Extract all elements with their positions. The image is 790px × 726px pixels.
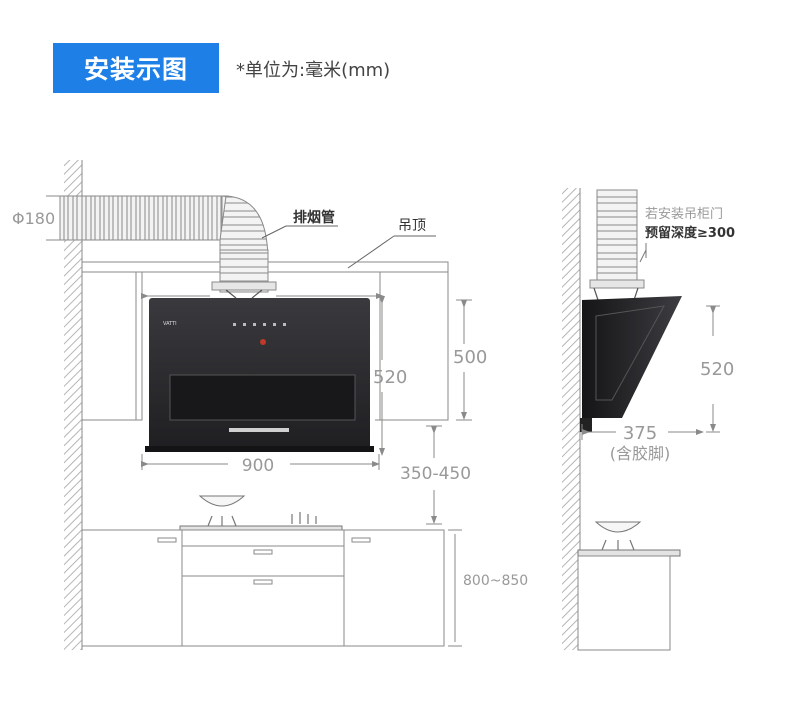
- reserve-depth-note: 若安装吊柜门 预留深度≥300: [639, 206, 735, 263]
- side-duct: [589, 189, 645, 289]
- page-title: 安装示图: [83, 55, 188, 84]
- side-view: 若安装吊柜门 预留深度≥300 520 375 (含胶脚): [562, 188, 735, 651]
- title-box: 安装示图: [53, 43, 219, 93]
- dim-hood-height: 520: [373, 296, 407, 456]
- unit-note: *单位为:毫米(mm): [236, 60, 391, 81]
- duct-label: 排烟管: [293, 209, 335, 226]
- dim-hood-to-stove-label: 350-450: [400, 464, 471, 484]
- brand-logo: VATTI: [163, 321, 177, 327]
- ceiling-label: 吊顶: [398, 218, 426, 234]
- base-cabinet: [81, 529, 445, 647]
- range-hood-front: VATTI: [145, 298, 374, 452]
- dim-side-height-label: 520: [700, 359, 734, 380]
- control-panel: [233, 323, 286, 326]
- front-view: VATTI 900 520 500: [12, 160, 528, 650]
- dim-side-depth: 375 (含胶脚): [581, 423, 704, 463]
- dim-side-depth-label: 375: [623, 423, 657, 444]
- range-hood-side: [580, 287, 682, 432]
- dim-hood-width-label: 900: [242, 456, 274, 476]
- side-stove-cabinet: [577, 521, 681, 651]
- ceiling: [81, 261, 449, 273]
- hood-bracket: [225, 289, 263, 299]
- exhaust-duct: [59, 195, 277, 293]
- dim-duct-diameter-label: Φ180: [12, 209, 55, 228]
- dim-cabinet-height: 500: [453, 299, 487, 421]
- dim-duct-diameter: Φ180: [12, 195, 62, 241]
- dim-side-depth-note: (含胶脚): [610, 444, 671, 463]
- reserve-note-line1: 若安装吊柜门: [645, 206, 723, 222]
- dim-side-height: 520: [700, 305, 734, 433]
- dim-counter-height: 800~850: [448, 529, 528, 647]
- dim-counter-height-label: 800~850: [463, 573, 528, 589]
- reserve-note-line2: 预留深度≥300: [645, 225, 735, 241]
- dim-cabinet-height-label: 500: [453, 347, 487, 368]
- dim-hood-width: 900: [141, 454, 380, 476]
- power-indicator: [260, 339, 266, 345]
- ceiling-label-group: 吊顶: [347, 218, 436, 269]
- side-wall: [562, 188, 581, 650]
- stove-with-pot: [179, 495, 343, 531]
- duct-label-group: 排烟管: [261, 209, 338, 239]
- dim-hood-to-stove: 350-450: [400, 425, 471, 525]
- dim-hood-height-label: 520: [373, 367, 407, 388]
